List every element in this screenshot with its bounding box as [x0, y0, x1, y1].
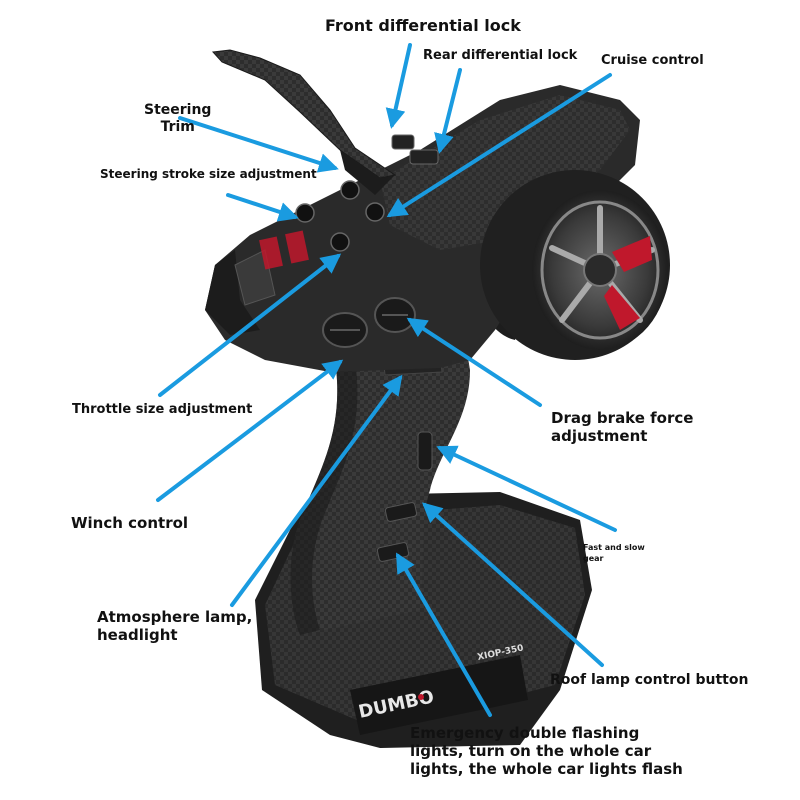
arrow-front-diff — [385, 43, 412, 129]
label-emergency: Emergency double flashing lights, turn o… — [410, 724, 683, 778]
label-roof-lamp: Roof lamp control button — [550, 672, 749, 688]
label-throttle-size: Throttle size adjustment — [72, 402, 253, 417]
label-atmosphere-line1: Atmosphere lamp, — [97, 608, 253, 626]
label-emergency-line1: Emergency double flashing — [410, 724, 640, 742]
arrow-fast-slow — [436, 445, 617, 532]
arrow-steering-stroke — [226, 193, 299, 222]
steering-trim-knob — [340, 180, 360, 200]
label-steering-trim: Steering Trim — [144, 102, 211, 136]
label-cruise-control: Cruise control — [601, 53, 704, 68]
label-drag-brake: Drag brake force adjustment — [551, 409, 693, 445]
label-steering-trim-line1: Steering — [144, 102, 212, 118]
label-atmosphere-line2: headlight — [97, 626, 178, 644]
arrow-drag-brake — [406, 317, 542, 407]
arrow-cruise — [386, 73, 612, 218]
red-switch-1 — [259, 236, 283, 270]
arrow-emergency — [395, 552, 492, 717]
label-steering-stroke: Steering stroke size adjustment — [100, 167, 317, 181]
front-diff-button — [391, 134, 415, 150]
arrow-roof-lamp — [422, 502, 604, 667]
label-fast-slow-line1: Fast and slow — [583, 543, 645, 552]
arrow-throttle-size — [158, 253, 342, 397]
label-emergency-line2: lights, turn on the whole car — [410, 742, 652, 760]
red-switch-2 — [285, 230, 309, 264]
antenna — [211, 49, 397, 195]
cruise-knob — [365, 202, 385, 222]
steering-wheel — [480, 170, 670, 360]
label-winch-control: Winch control — [71, 514, 189, 532]
transmitter-body — [205, 85, 640, 372]
label-rear-diff-lock: Rear differential lock — [423, 48, 578, 63]
label-fast-slow-gear: Fast and slow gear — [583, 542, 645, 564]
label-front-diff-lock: Front differential lock — [325, 16, 521, 35]
throttle-adjust-knob — [330, 232, 350, 252]
label-steering-trim-line2: Trim — [160, 118, 195, 135]
arrow-winch — [156, 359, 344, 502]
arrow-steering-trim — [178, 116, 339, 173]
label-emergency-line3: lights, the whole car lights flash — [410, 760, 683, 778]
arrow-atmosphere — [230, 374, 403, 607]
label-drag-brake-line1: Drag brake force — [551, 409, 694, 427]
arrow-rear-diff — [434, 68, 462, 154]
rear-diff-button — [409, 149, 439, 165]
gear-switch — [417, 431, 433, 471]
label-fast-slow-line2: gear — [583, 554, 604, 564]
label-atmosphere-lamp: Atmosphere lamp, headlight — [97, 608, 252, 644]
label-drag-brake-line2: adjustment — [551, 427, 648, 445]
roof-lamp-button — [384, 502, 418, 522]
